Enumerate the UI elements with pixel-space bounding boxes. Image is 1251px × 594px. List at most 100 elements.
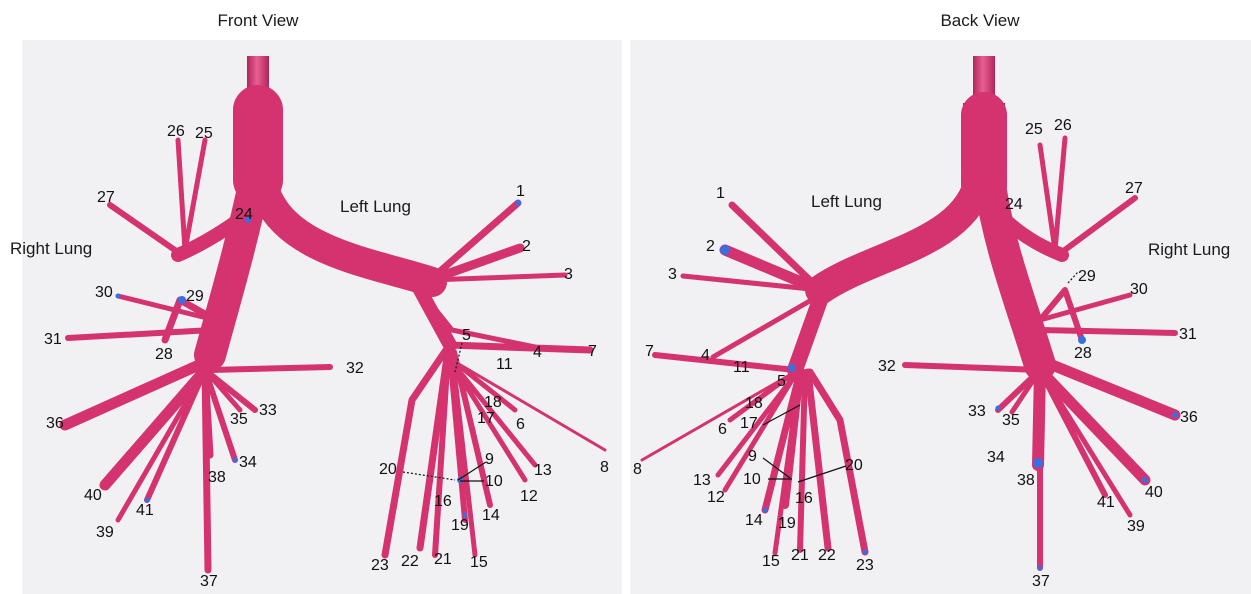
front-label-4: 4 bbox=[533, 344, 542, 361]
front-label-3: 3 bbox=[564, 266, 573, 283]
back-left-lung-label: Left Lung bbox=[811, 192, 882, 211]
back-label-39: 39 bbox=[1127, 518, 1145, 535]
back-label-3: 3 bbox=[668, 266, 677, 283]
back-label-36: 36 bbox=[1180, 409, 1198, 426]
back-label-29: 29 bbox=[1078, 268, 1096, 285]
back-label-2: 2 bbox=[706, 238, 715, 255]
back-view-title: Back View bbox=[940, 11, 1020, 30]
back-label-26: 26 bbox=[1054, 117, 1072, 134]
front-label-26: 26 bbox=[167, 123, 185, 140]
back-tip-marker bbox=[788, 364, 796, 372]
front-right-lung-label: Right Lung bbox=[10, 239, 92, 258]
back-tip-marker bbox=[1033, 458, 1043, 468]
back-label-19: 19 bbox=[778, 515, 796, 532]
back-tip-marker bbox=[863, 550, 868, 555]
back-label-6: 6 bbox=[718, 421, 727, 438]
front-label-25: 25 bbox=[195, 125, 213, 142]
front-branch-38 bbox=[205, 370, 210, 455]
back-tip-marker bbox=[1078, 336, 1086, 344]
back-label-31: 31 bbox=[1179, 326, 1197, 343]
back-label-25: 25 bbox=[1025, 121, 1043, 138]
front-label-39: 39 bbox=[96, 524, 114, 541]
back-label-15: 15 bbox=[762, 553, 780, 570]
front-tip-marker bbox=[116, 294, 121, 299]
front-label-22: 22 bbox=[401, 553, 419, 570]
front-label-24: 24 bbox=[235, 206, 253, 223]
front-label-16: 16 bbox=[434, 493, 452, 510]
front-label-41: 41 bbox=[136, 502, 154, 519]
back-label-38: 38 bbox=[1017, 472, 1035, 489]
front-label-34: 34 bbox=[239, 454, 257, 471]
back-label-9: 9 bbox=[748, 448, 757, 465]
back-label-8: 8 bbox=[633, 461, 642, 478]
front-label-30: 30 bbox=[95, 284, 113, 301]
back-right-lung-label: Right Lung bbox=[1148, 240, 1230, 259]
back-label-10: 10 bbox=[743, 471, 761, 488]
front-left-lung-label: Left Lung bbox=[340, 197, 411, 216]
back-branch-31 bbox=[1040, 330, 1175, 333]
back-label-24: 24 bbox=[1005, 196, 1023, 213]
front-branch-32 bbox=[210, 367, 330, 370]
front-label-40: 40 bbox=[84, 487, 102, 504]
front-label-37: 37 bbox=[200, 573, 218, 590]
back-label-30: 30 bbox=[1130, 281, 1148, 298]
front-panel-background bbox=[22, 40, 622, 594]
back-label-13: 13 bbox=[693, 472, 711, 489]
back-tip-marker bbox=[1172, 412, 1178, 418]
back-label-41: 41 bbox=[1097, 494, 1115, 511]
front-tip-marker bbox=[515, 200, 521, 206]
back-label-1: 1 bbox=[716, 185, 725, 202]
front-tip-marker bbox=[178, 296, 186, 304]
back-label-23: 23 bbox=[856, 557, 874, 574]
back-tip-marker bbox=[763, 508, 768, 513]
back-label-40: 40 bbox=[1145, 484, 1163, 501]
back-label-33: 33 bbox=[968, 403, 986, 420]
back-tip-marker bbox=[1038, 566, 1043, 571]
back-label-7: 7 bbox=[645, 343, 654, 360]
back-panel-background bbox=[630, 40, 1251, 594]
front-label-20: 20 bbox=[379, 461, 397, 478]
back-label-14: 14 bbox=[745, 512, 763, 529]
back-label-37: 37 bbox=[1032, 573, 1050, 590]
back-label-21: 21 bbox=[791, 547, 809, 564]
front-label-10: 10 bbox=[485, 473, 503, 490]
front-label-5: 5 bbox=[462, 327, 471, 344]
back-label-16: 16 bbox=[795, 490, 813, 507]
back-label-20: 20 bbox=[845, 457, 863, 474]
back-label-11: 11 bbox=[733, 359, 750, 376]
front-label-14: 14 bbox=[482, 507, 500, 524]
front-label-13: 13 bbox=[534, 462, 552, 479]
back-label-5: 5 bbox=[777, 373, 786, 390]
front-label-15: 15 bbox=[470, 554, 488, 571]
front-label-31: 31 bbox=[44, 331, 62, 348]
front-branch-7 bbox=[450, 345, 590, 350]
front-label-17: 17 bbox=[477, 410, 495, 427]
back-label-17: 17 bbox=[740, 415, 758, 432]
back-label-27: 27 bbox=[1125, 180, 1143, 197]
front-label-19: 19 bbox=[451, 517, 469, 534]
back-label-12: 12 bbox=[707, 489, 725, 506]
front-label-9: 9 bbox=[485, 451, 494, 468]
front-label-32: 32 bbox=[346, 360, 364, 377]
front-label-36: 36 bbox=[46, 415, 64, 432]
front-label-38: 38 bbox=[208, 469, 226, 486]
back-label-22: 22 bbox=[818, 547, 836, 564]
front-label-2: 2 bbox=[522, 238, 531, 255]
back-label-28: 28 bbox=[1074, 345, 1092, 362]
front-label-1: 1 bbox=[516, 183, 525, 200]
front-label-28: 28 bbox=[155, 346, 173, 363]
front-tip-marker bbox=[233, 458, 238, 463]
back-label-32: 32 bbox=[878, 358, 896, 375]
front-label-6: 6 bbox=[516, 416, 525, 433]
back-label-34: 34 bbox=[987, 449, 1005, 466]
back-tip-marker bbox=[720, 245, 730, 255]
front-label-18: 18 bbox=[484, 394, 502, 411]
front-label-23: 23 bbox=[371, 557, 389, 574]
front-label-8: 8 bbox=[600, 459, 609, 476]
front-label-33: 33 bbox=[259, 402, 277, 419]
back-label-18: 18 bbox=[745, 395, 763, 412]
front-label-11: 11 bbox=[496, 356, 513, 373]
front-label-29: 29 bbox=[186, 288, 204, 305]
